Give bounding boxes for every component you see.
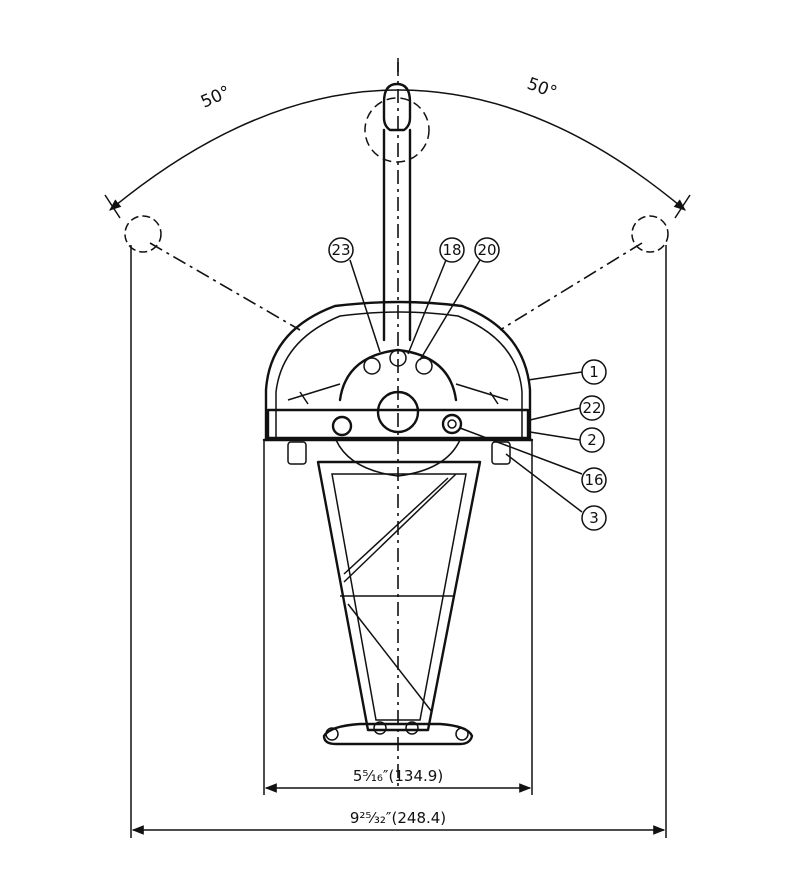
dimension-overall: 9²⁵⁄₃₂″(248.4) [130, 245, 667, 838]
svg-text:2: 2 [587, 431, 597, 449]
callout-18: 18 [407, 237, 465, 355]
callout-20: 20 [419, 237, 500, 361]
ghost-knob-center [364, 97, 430, 163]
swing-line-left [149, 242, 301, 331]
callout-2: 2 [529, 427, 605, 453]
svg-text:20: 20 [477, 241, 496, 259]
ghost-knob-right [631, 215, 669, 253]
svg-text:18: 18 [442, 241, 461, 259]
lever-handle [382, 82, 412, 342]
housing-cover [264, 300, 532, 442]
callout-23: 23 [328, 237, 381, 353]
stand-frame [316, 460, 482, 732]
svg-text:1: 1 [589, 363, 599, 381]
swing-line-right [499, 242, 643, 331]
overall-width-label: 9²⁵⁄₃₂″(248.4) [350, 809, 446, 827]
dimension-inner: 5⁵⁄₁₆″(134.9) [263, 440, 533, 795]
callout-3: 3 [505, 453, 607, 531]
pivot-mechanism [287, 348, 509, 434]
svg-text:23: 23 [331, 241, 350, 259]
bottom-bracket [322, 721, 474, 746]
callout-1: 1 [527, 359, 607, 385]
inner-width-label: 5⁵⁄₁₆″(134.9) [353, 767, 443, 785]
svg-text:16: 16 [584, 471, 603, 489]
callout-16: 16 [459, 427, 607, 493]
svg-text:3: 3 [589, 509, 599, 527]
angle-right-label: 50° [524, 74, 559, 103]
callout-22: 22 [529, 395, 605, 421]
svg-text:22: 22 [582, 399, 601, 417]
base-plate [262, 408, 534, 477]
angle-left-label: 50° [198, 82, 234, 113]
ghost-knob-left [124, 215, 162, 253]
